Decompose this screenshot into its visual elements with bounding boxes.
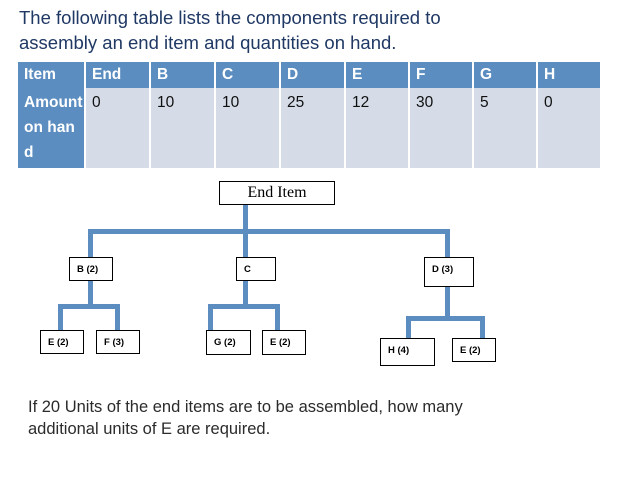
table-header-d: D [280,62,346,88]
tree-node-c-child-e-label: E (2) [270,337,291,348]
connector-d-bus [406,316,485,321]
table-header-item: Item [18,62,86,88]
connector-d-drop-2 [480,316,485,342]
connector-c-drop-2 [275,304,280,333]
tree-node-b-child-f: F (3) [96,330,140,354]
connector-c-bus [208,304,280,309]
bill-of-materials-tree: End Item B (2) C D (3) E (2) F (3) G (2)… [0,178,638,388]
connector-c-drop-1 [208,304,213,333]
tree-node-b-child-f-label: F (3) [104,337,125,348]
table-cell-f: 30 [409,88,474,168]
tree-node-b-child-e: E (2) [40,330,84,354]
table-row: Amount on hand 0 10 10 25 12 30 5 0 [18,88,600,168]
tree-node-d-child-e-label: E (2) [460,345,481,356]
question-text: If 20 Units of the end items are to be a… [28,398,463,438]
connector-c-stem [243,281,248,307]
table-header-b: B [150,62,216,88]
table-cell-c: 10 [215,88,281,168]
table-cell-end: 0 [85,88,151,168]
tree-node-c-label: C [244,264,251,275]
components-table: Item End B C D E F G H Amount on hand 0 … [18,62,600,168]
connector-d-stem [445,287,450,320]
connector-b-stem [88,281,93,307]
table-header-c: C [215,62,281,88]
connector-level1-bus [88,229,450,234]
tree-node-c: C [236,257,276,281]
table-cell-g: 5 [473,88,538,168]
tree-node-d-child-h: H (4) [380,338,435,366]
connector-root-stem [243,205,248,235]
table-cell-d: 25 [280,88,346,168]
tree-node-b: B (2) [69,257,113,281]
tree-node-b-label: B (2) [77,264,99,275]
table-header-end: End [85,62,151,88]
table-header-row: Item End B C D E F G H [18,62,600,88]
tree-node-c-child-g: G (2) [206,330,251,355]
table-header-f: F [409,62,474,88]
table-cell-h: 0 [537,88,600,168]
tree-node-d: D (3) [424,257,474,287]
table-header-h: H [537,62,600,88]
tree-node-d-child-h-label: H (4) [388,345,410,356]
table-row-label: Amount on hand [18,88,86,168]
connector-drop-d [445,229,450,262]
connector-b-drop-1 [58,304,63,333]
connector-d-drop-1 [406,316,411,342]
tree-node-end-item: End Item [219,181,335,205]
tree-node-c-child-e: E (2) [262,330,306,355]
table-header-e: E [345,62,410,88]
connector-b-drop-2 [115,304,120,333]
tree-node-b-child-e-label: E (2) [48,337,69,348]
connector-b-bus [58,304,120,309]
tree-node-end-item-label: End Item [247,184,307,201]
table-header-g: G [473,62,538,88]
connector-drop-c [243,229,248,262]
tree-node-c-child-g-label: G (2) [214,337,236,348]
connector-drop-b [88,229,93,262]
slide-title: The following table lists the components… [19,7,441,53]
table-cell-e: 12 [345,88,410,168]
tree-node-d-label: D (3) [432,264,454,275]
tree-node-d-child-e: E (2) [452,338,496,362]
table-cell-b: 10 [150,88,216,168]
